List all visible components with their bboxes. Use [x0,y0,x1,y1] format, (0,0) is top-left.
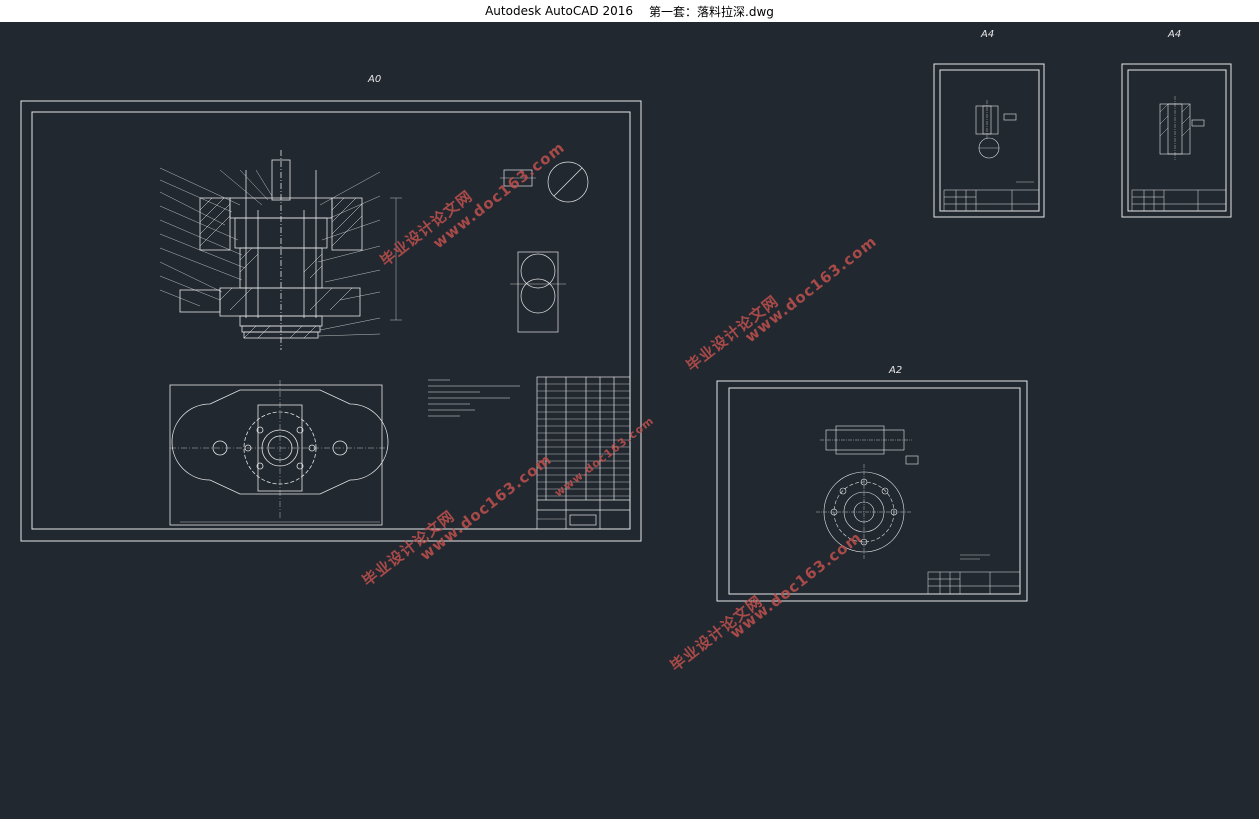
a4-left-part-views[interactable] [975,100,1034,183]
app-name: Autodesk AutoCAD 2016 [485,4,634,18]
a4-right-title-block[interactable] [1131,189,1227,212]
a2-part-side-view[interactable] [820,425,919,465]
sheet-a4-left-frame[interactable] [933,63,1045,218]
assembly-section-view[interactable] [159,150,402,350]
sheet-a0-frame[interactable] [20,100,642,542]
a0-detail-views[interactable] [500,161,589,333]
a4-right-part-view[interactable] [1159,96,1205,160]
drawing-canvas[interactable]: A0 A4 A4 A2 毕业设计论文网 www.doc163.com 毕业设计论… [0,22,1259,819]
sheet-label-a0: A0 [368,74,382,85]
a4-left-title-block[interactable] [943,189,1040,212]
sheet-a4-right-frame[interactable] [1121,63,1232,218]
assembly-plan-view[interactable] [169,380,390,526]
window-title-bar: Autodesk AutoCAD 2016 第一套：落料拉深.dwg [0,0,1259,22]
model-space [20,63,1232,602]
technical-notes [428,379,520,417]
a2-part-plan-view[interactable] [816,464,990,560]
sheet-a2-frame[interactable] [716,380,1028,602]
file-title: 第一套：落料拉深.dwg [649,4,774,19]
sheet-label-a2: A2 [889,365,903,376]
a0-parts-list-and-title-block[interactable] [536,376,631,530]
sheet-label-a4-left: A4 [981,29,995,40]
sheet-label-a4-right: A4 [1168,29,1182,40]
a2-title-block[interactable] [927,571,1021,595]
